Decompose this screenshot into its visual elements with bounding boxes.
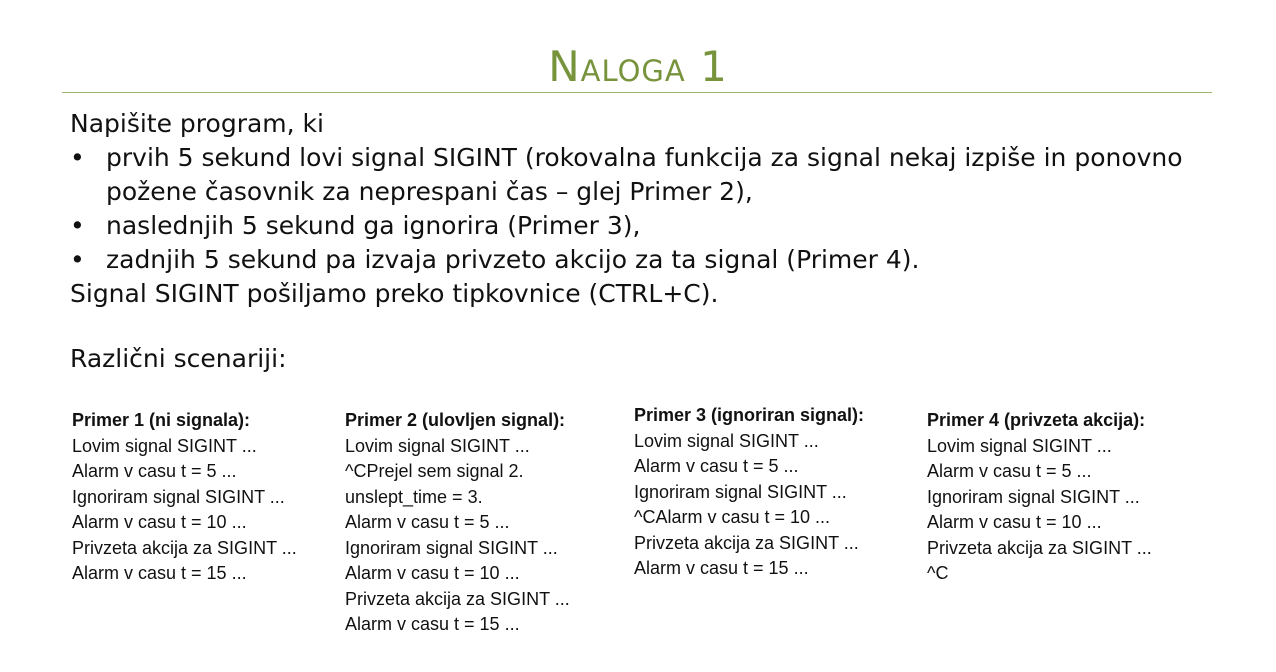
example-title: Primer 2 (ulovljen signal):: [345, 410, 566, 430]
example-output-line: Alarm v casu t = 5 ...: [927, 461, 1092, 481]
intro-text: Napišite program, ki: [70, 109, 324, 138]
task-description: Napišite program, ki • prvih 5 sekund lo…: [70, 107, 1240, 311]
example-output-line: Lovim signal SIGINT ...: [345, 435, 530, 456]
bullet-icon: •: [70, 143, 85, 172]
example-output-line: Privzeta akcija za SIGINT ...: [927, 537, 1152, 558]
example-output-line: Ignoriram signal SIGINT ...: [634, 481, 847, 502]
example-output-line: ^CPrejel sem signal 2.: [345, 461, 524, 481]
requirement-text-line: zadnjih 5 sekund pa izvaja privzeto akci…: [106, 245, 920, 274]
example-output-line: Ignoriram signal SIGINT ...: [345, 537, 558, 558]
example-output-line: Ignoriram signal SIGINT ...: [72, 486, 285, 507]
requirement-text-line: požene časovnik za neprespani čas – glej…: [106, 177, 753, 206]
requirement-item: • prvih 5 sekund lovi signal SIGINT (rok…: [70, 141, 1240, 209]
example-output-line: Lovim signal SIGINT ...: [72, 435, 257, 456]
example-output-line: Lovim signal SIGINT ...: [634, 430, 819, 451]
requirement-item: • naslednjih 5 sekund ga ignorira (Prime…: [70, 209, 1240, 243]
bullet-icon: •: [70, 211, 85, 240]
outro-text: Signal SIGINT pošiljamo preko tipkovnice…: [70, 279, 719, 308]
example-output-line: ^CAlarm v casu t = 10 ...: [634, 507, 831, 527]
example-output-line: Alarm v casu t = 5 ...: [345, 512, 510, 532]
title-divider: [62, 92, 1212, 93]
example-title: Primer 3 (ignoriran signal):: [634, 405, 865, 425]
example-output-line: Lovim signal SIGINT ...: [927, 435, 1112, 456]
example-output-line: Privzeta akcija za SIGINT ...: [634, 532, 859, 553]
example-output-line: Alarm v casu t = 15 ...: [72, 563, 247, 583]
example-title: Primer 1 (ni signala):: [72, 410, 251, 430]
example-2: Primer 2 (ulovljen signal): Lovim signal…: [345, 408, 570, 638]
example-output-line: Alarm v casu t = 5 ...: [72, 461, 237, 481]
scenarios-heading: Različni scenariji:: [70, 344, 287, 373]
page-title: Naloga 1: [548, 42, 728, 91]
requirement-text-line: prvih 5 sekund lovi signal SIGINT (rokov…: [106, 143, 1183, 172]
example-4: Primer 4 (privzeta akcija): Lovim signal…: [927, 408, 1152, 587]
example-output-line: Alarm v casu t = 15 ...: [634, 558, 809, 578]
requirement-item: • zadnjih 5 sekund pa izvaja privzeto ak…: [70, 243, 1240, 277]
example-output-line: Alarm v casu t = 5 ...: [634, 456, 799, 476]
example-1: Primer 1 (ni signala): Lovim signal SIGI…: [72, 408, 297, 587]
example-output-line: Alarm v casu t = 15 ...: [345, 614, 520, 634]
example-output-line: Alarm v casu t = 10 ...: [72, 512, 247, 532]
bullet-icon: •: [70, 245, 85, 274]
example-title: Primer 4 (privzeta akcija):: [927, 410, 1146, 430]
example-output-line: Ignoriram signal SIGINT ...: [927, 486, 1140, 507]
example-output-line: Alarm v casu t = 10 ...: [345, 563, 520, 583]
example-output-line: ^C: [927, 563, 949, 583]
example-output-line: Privzeta akcija za SIGINT ...: [345, 588, 570, 609]
requirement-text-line: naslednjih 5 sekund ga ignorira (Primer …: [106, 211, 641, 240]
example-output-line: unslept_time = 3.: [345, 486, 483, 507]
requirements-list: • prvih 5 sekund lovi signal SIGINT (rok…: [70, 141, 1240, 277]
example-output-line: Privzeta akcija za SIGINT ...: [72, 537, 297, 558]
example-output-line: Alarm v casu t = 10 ...: [927, 512, 1102, 532]
example-3: Primer 3 (ignoriran signal): Lovim signa…: [634, 403, 864, 582]
